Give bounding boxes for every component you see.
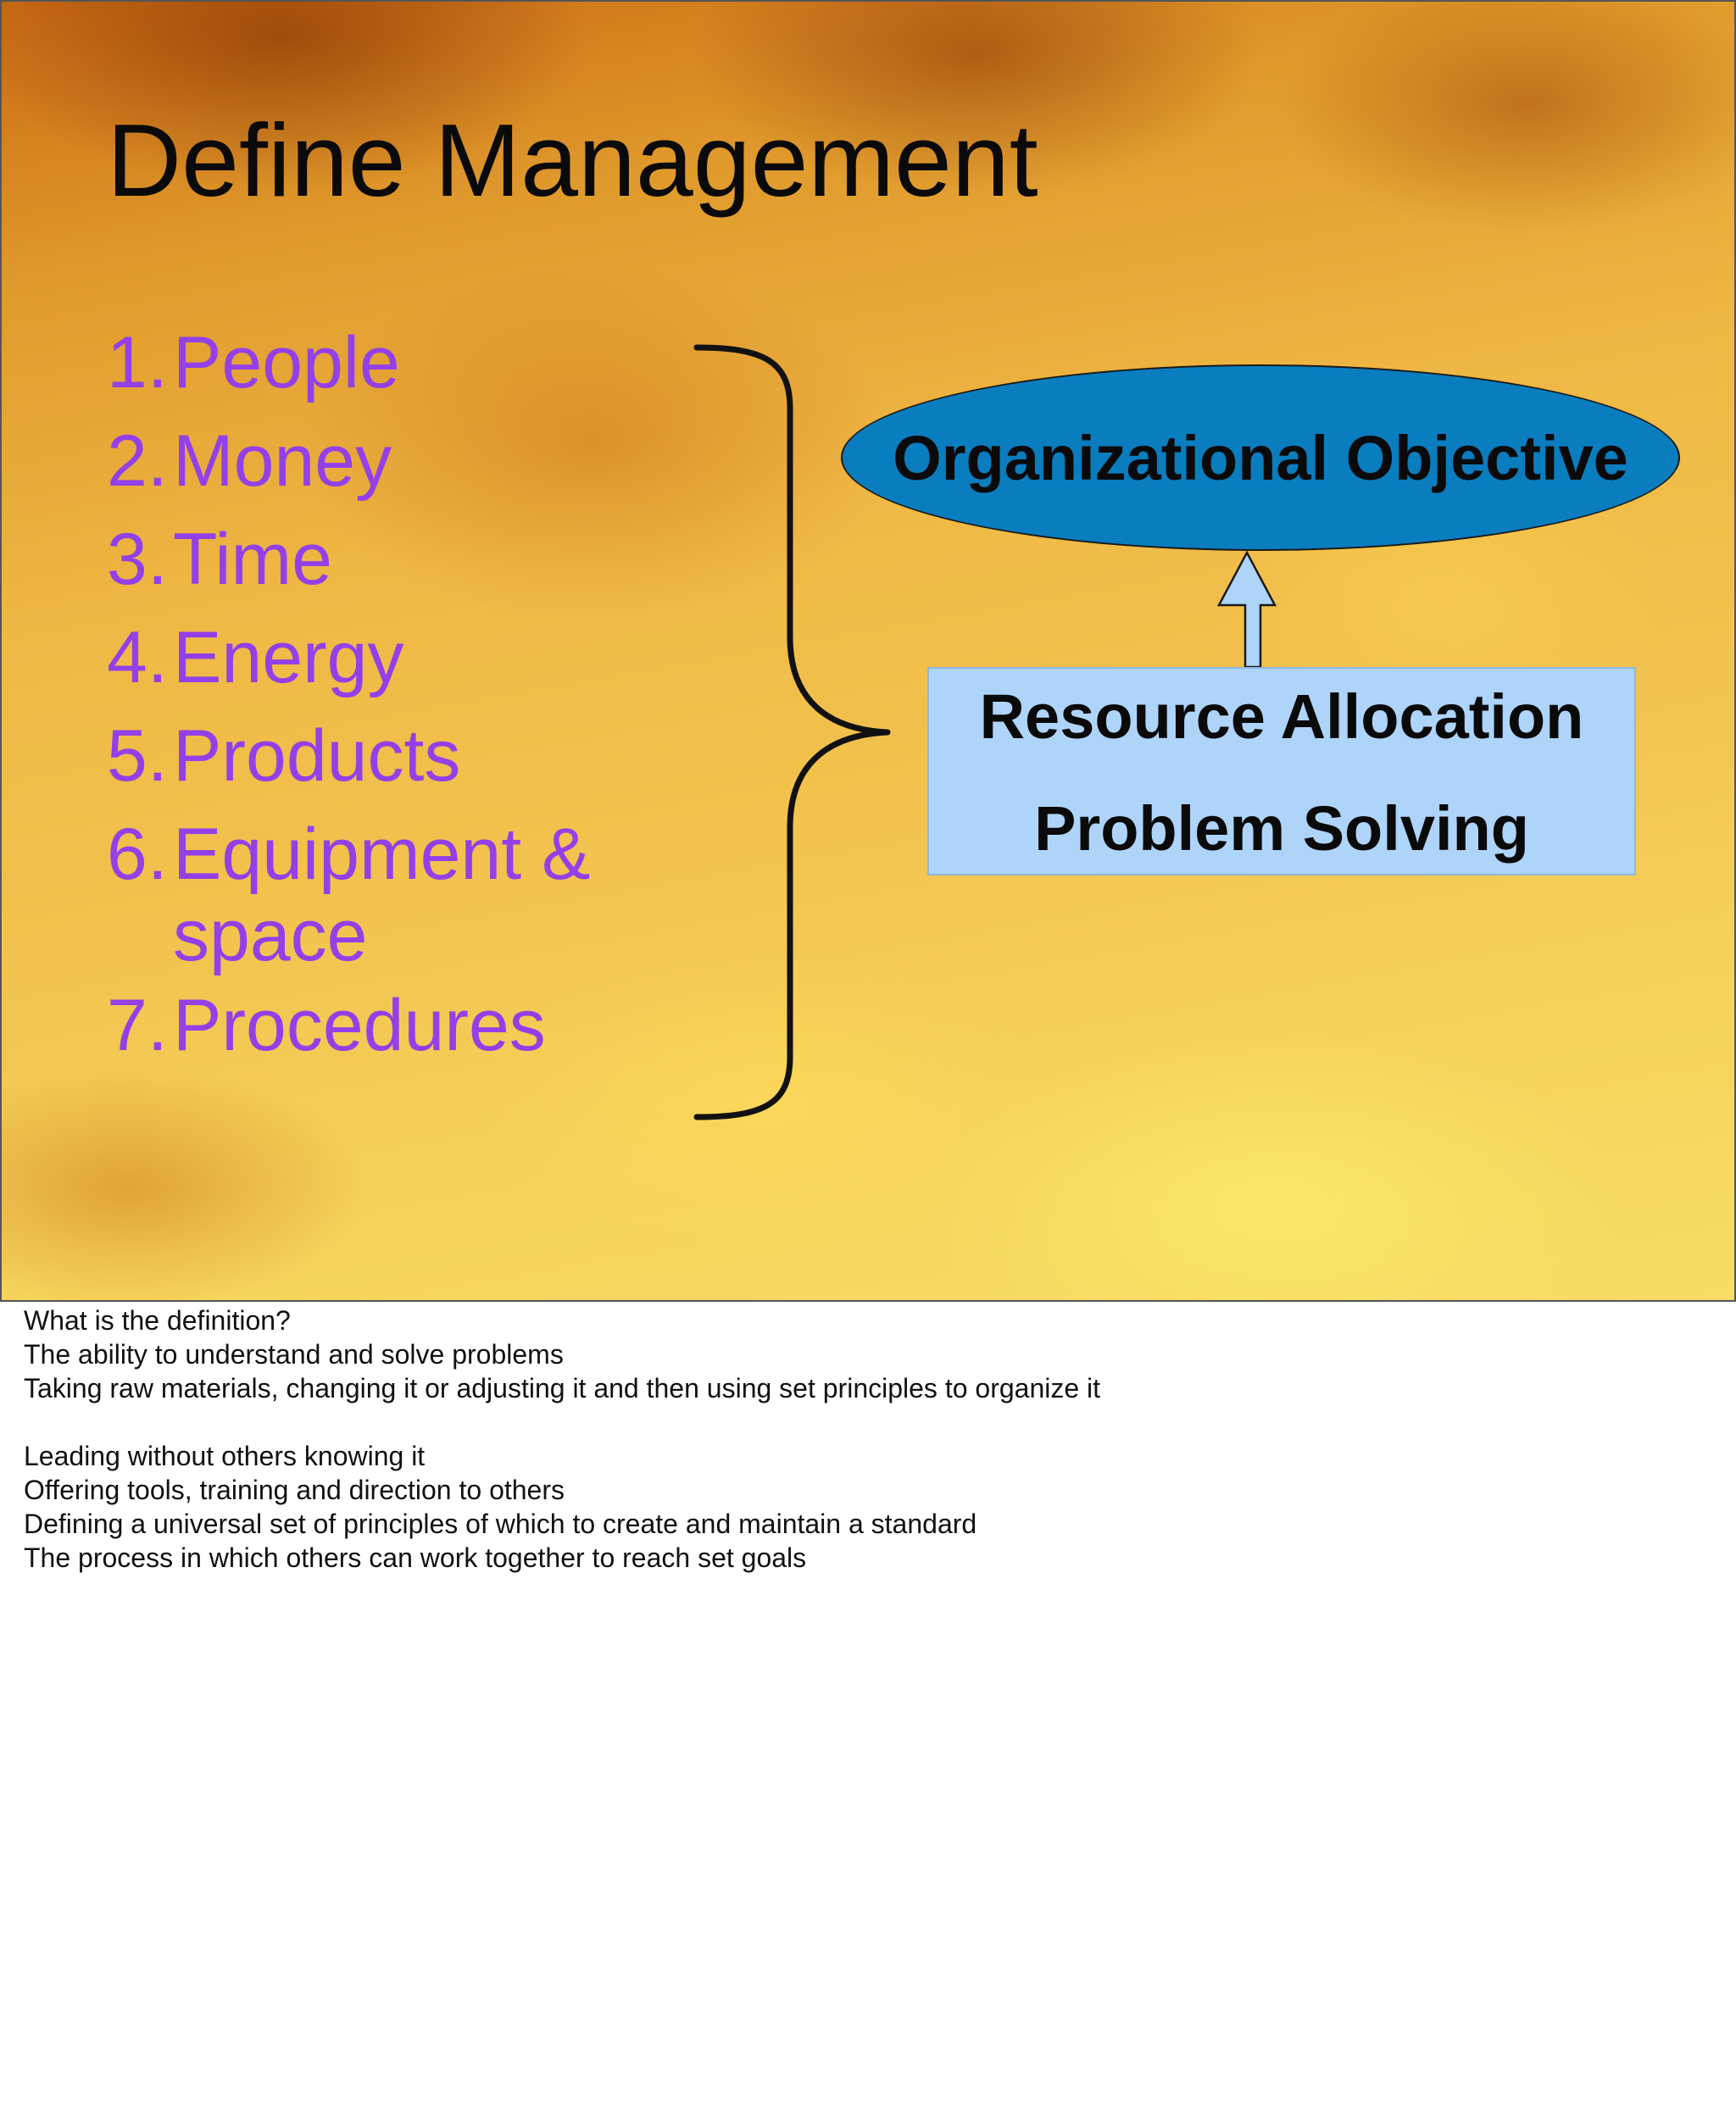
note-line: Taking raw materials, changing it or adj… bbox=[24, 1373, 1101, 1403]
list-item-label: Time bbox=[173, 519, 332, 600]
note-line: The process in which others can work tog… bbox=[24, 1542, 807, 1573]
problem-solving-label: Problem Solving bbox=[1034, 793, 1529, 864]
list-item-number: 6. bbox=[107, 814, 168, 895]
list-item-label: Equipment & space bbox=[173, 814, 591, 976]
list-item-number: 3. bbox=[107, 519, 168, 600]
list-item: 5. Products bbox=[107, 707, 648, 805]
list-item: 6. Equipment & space bbox=[107, 805, 648, 976]
up-arrow-icon bbox=[1216, 550, 1277, 669]
list-item: 3. Time bbox=[107, 510, 648, 609]
note-line: Defining a universal set of principles o… bbox=[24, 1509, 977, 1539]
list-item-number: 4. bbox=[107, 617, 168, 698]
list-item-number: 2. bbox=[107, 420, 168, 502]
note-line: Offering tools, training and direction t… bbox=[24, 1475, 565, 1505]
list-item: 4. Energy bbox=[107, 609, 648, 707]
objective-label: Organizational Objective bbox=[893, 422, 1628, 493]
list-item: 1. People bbox=[107, 314, 648, 412]
curly-brace-icon bbox=[693, 344, 891, 1120]
organizational-objective-ellipse: Organizational Objective bbox=[841, 364, 1680, 551]
list-item-label: Procedures bbox=[173, 985, 546, 1066]
speaker-notes: What is the definition? The ability to u… bbox=[24, 1303, 1100, 1575]
note-line: What is the definition? bbox=[24, 1305, 291, 1336]
list-item-label: People bbox=[173, 322, 400, 403]
list-item-number: 7. bbox=[107, 985, 168, 1066]
slide: Define Management 1. People 2. Money 3. … bbox=[0, 0, 1736, 1302]
list-item: 7. Procedures bbox=[107, 976, 648, 1075]
note-line bbox=[24, 1405, 1100, 1439]
resource-list: 1. People 2. Money 3. Time 4. Energy 5. … bbox=[107, 314, 648, 1075]
resource-allocation-box: Resource Allocation Problem Solving bbox=[927, 667, 1636, 875]
list-item-number: 5. bbox=[107, 715, 168, 797]
list-item-label: Products bbox=[173, 715, 461, 797]
resource-allocation-label: Resource Allocation bbox=[979, 681, 1584, 752]
note-line: The ability to understand and solve prob… bbox=[24, 1339, 564, 1370]
list-item-number: 1. bbox=[107, 322, 168, 403]
note-line: Leading without others knowing it bbox=[24, 1441, 426, 1471]
list-item-label: Energy bbox=[173, 617, 404, 698]
slide-title: Define Management bbox=[107, 103, 1038, 218]
list-item: 2. Money bbox=[107, 412, 648, 510]
list-item-label: Money bbox=[173, 420, 392, 502]
